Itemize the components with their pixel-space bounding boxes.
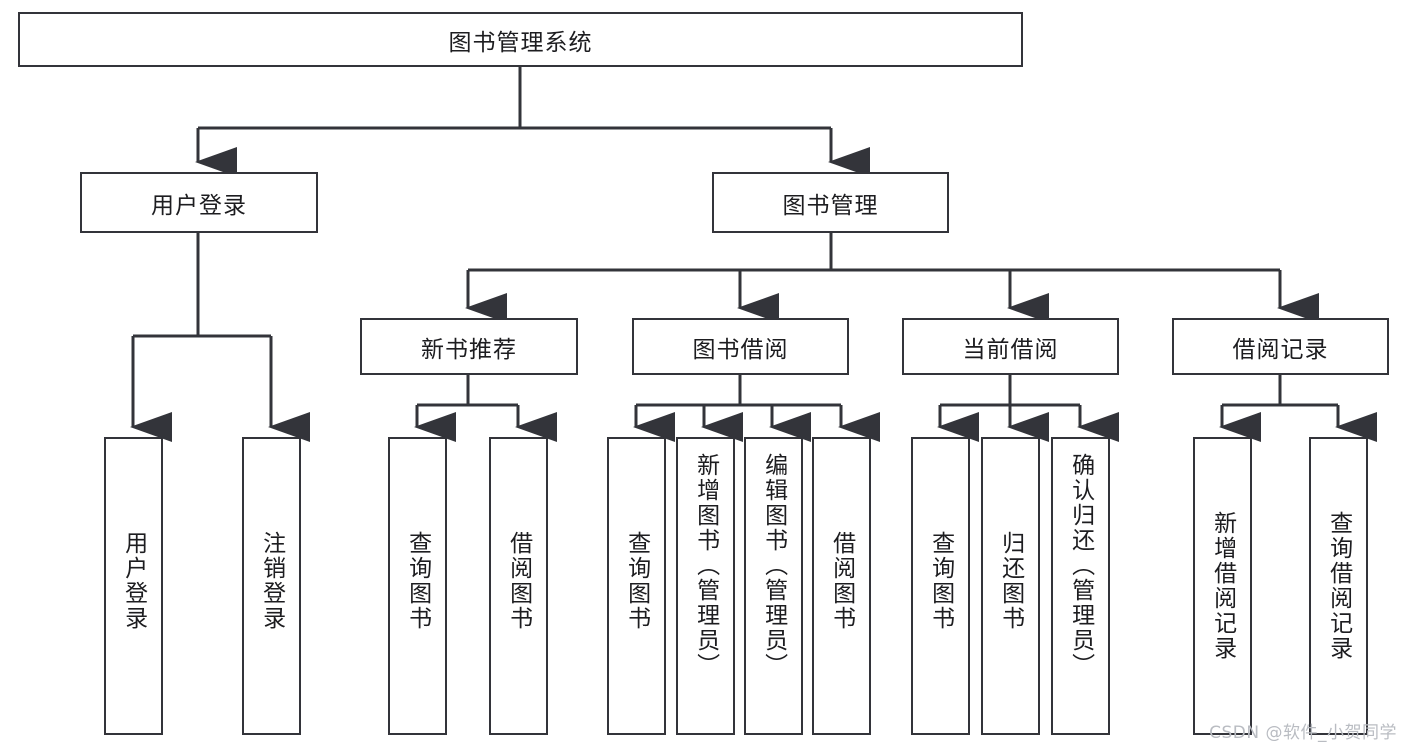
node-label: 借阅图书	[828, 531, 855, 631]
leaf-add-borrow-record[interactable]: 新增借阅记录	[1193, 437, 1252, 735]
node-label: 确认归还（管理员）	[1067, 453, 1094, 678]
leaf-user-login[interactable]: 用户登录	[104, 437, 163, 735]
node-book-borrow[interactable]: 图书借阅	[632, 318, 849, 375]
node-label: 新书推荐	[421, 336, 517, 363]
leaf-query-book-recommend[interactable]: 查询图书	[388, 437, 447, 735]
node-label: 编辑图书（管理员）	[760, 453, 787, 678]
leaf-confirm-return[interactable]: 确认归还（管理员）	[1051, 437, 1110, 735]
node-user-login[interactable]: 用户登录	[80, 172, 318, 233]
leaf-borrow-book[interactable]: 借阅图书	[812, 437, 871, 735]
node-label: 图书借阅	[692, 336, 789, 363]
node-book-manage[interactable]: 图书管理	[712, 172, 949, 233]
node-label: 图书管理	[782, 192, 879, 219]
node-label: 查询图书	[623, 531, 650, 631]
node-label: 查询图书	[927, 531, 954, 631]
node-label: 用户登录	[151, 192, 247, 219]
node-label: 查询借阅记录	[1325, 511, 1352, 661]
node-root-system[interactable]: 图书管理系统	[18, 12, 1023, 67]
leaf-logout[interactable]: 注销登录	[242, 437, 301, 735]
leaf-query-book-current[interactable]: 查询图书	[911, 437, 970, 735]
leaf-return-book[interactable]: 归还图书	[981, 437, 1040, 735]
node-label: 新增图书（管理员）	[692, 453, 719, 678]
node-label: 归还图书	[997, 531, 1024, 631]
node-new-book-recommend[interactable]: 新书推荐	[360, 318, 578, 375]
node-label: 图书管理系统	[448, 29, 593, 56]
leaf-add-book[interactable]: 新增图书（管理员）	[676, 437, 735, 735]
node-label: 借阅图书	[505, 531, 532, 631]
csdn-watermark: CSDN @软件_小贺同学	[1209, 723, 1397, 743]
node-label: 注销登录	[258, 531, 285, 631]
node-label: 当前借阅	[962, 336, 1059, 363]
node-label: 借阅记录	[1232, 336, 1329, 363]
node-current-borrow[interactable]: 当前借阅	[902, 318, 1119, 375]
leaf-borrow-book-recommend[interactable]: 借阅图书	[489, 437, 548, 735]
leaf-query-book-borrow[interactable]: 查询图书	[607, 437, 666, 735]
node-label: 用户登录	[120, 531, 147, 631]
leaf-query-borrow-record[interactable]: 查询借阅记录	[1309, 437, 1368, 735]
node-borrow-record[interactable]: 借阅记录	[1172, 318, 1389, 375]
leaf-edit-book[interactable]: 编辑图书（管理员）	[744, 437, 803, 735]
node-label: 新增借阅记录	[1209, 511, 1236, 661]
node-label: 查询图书	[404, 531, 431, 631]
